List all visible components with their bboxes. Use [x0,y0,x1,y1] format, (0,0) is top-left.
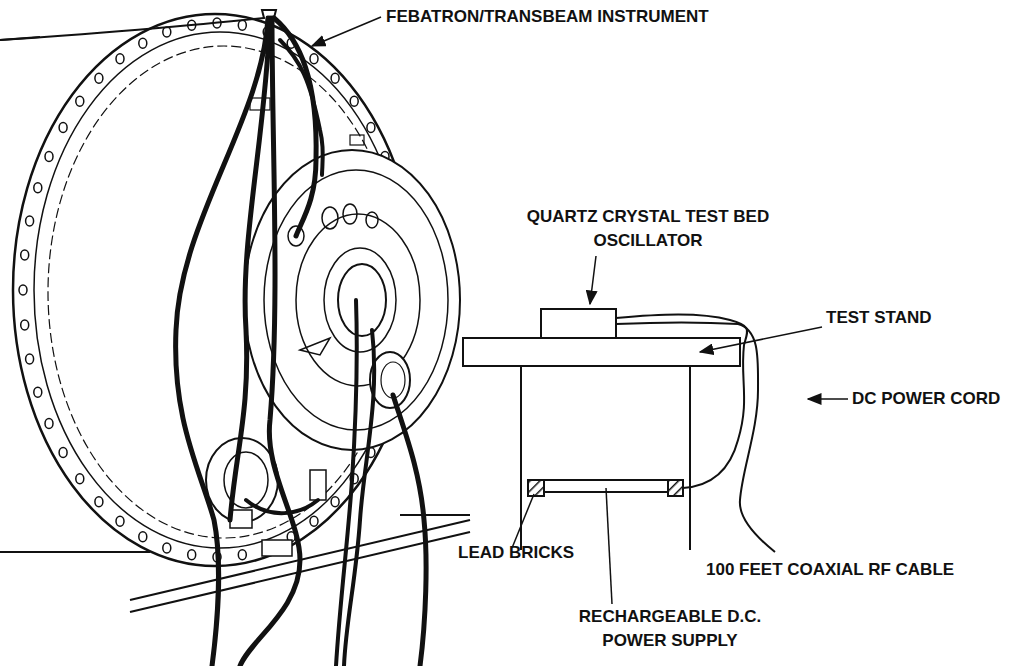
bolt-hole [45,152,53,162]
bolt-hole [21,250,29,260]
bolt-hole [59,448,67,458]
bolt-hole [116,516,124,526]
bolt-hole [350,96,358,106]
cords [616,315,775,553]
instrument-cables [0,10,426,666]
part-label: QUARTZ CRYSTAL TEST BED OSCILLATOR [520,205,776,253]
oscillator-box [541,309,616,338]
bolt-hole [76,474,84,484]
part-label: LEAD BRICKS [458,541,574,565]
bolt-hole [238,20,246,30]
bolt-hole [34,183,42,193]
bolt-hole [139,38,147,48]
bolt-hole [116,54,124,64]
part-label: TEST STAND [826,306,931,330]
bolt-hole [19,285,27,295]
bolt-hole [76,96,84,106]
bolt-hole [331,73,339,83]
part-label: FEBATRON/TRANSBEAM INSTRUMENT [386,5,709,29]
bolt-hole [95,73,103,83]
lead-bricks [528,480,683,496]
bolt-hole [139,532,147,542]
bolt-hole [188,550,196,560]
bolt-hole [45,419,53,429]
bolt-hole [26,216,34,226]
bolt-hole [26,354,34,364]
bolt-hole [310,516,318,526]
bolt-hole [163,27,171,37]
bolt-hole [238,550,246,560]
leader-lines [312,17,848,604]
bolt-hole [310,54,318,64]
bolt-hole [331,497,339,507]
bolt-hole [21,320,29,330]
bolt-hole [95,497,103,507]
part-label: RECHARGEABLE D.C. POWER SUPPLY [560,605,780,653]
test-stand [463,338,740,550]
bolt-hole [59,123,67,133]
febatron-instrument [13,14,460,566]
part-label: DC POWER CORD [852,387,1000,411]
bolt-hole [367,123,375,133]
bolt-hole [163,543,171,553]
part-label: 100 FEET COAXIAL RF CABLE [706,558,954,582]
bolt-hole [34,387,42,397]
